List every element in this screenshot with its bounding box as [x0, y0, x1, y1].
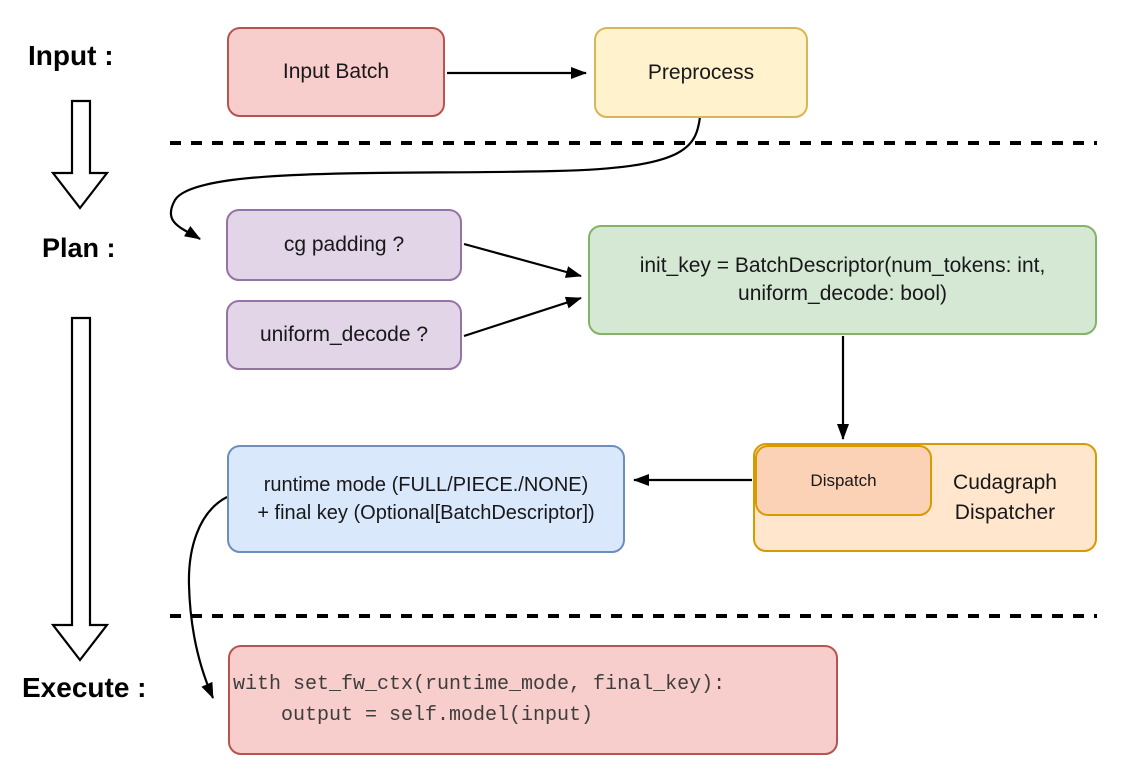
node-init-key: init_key = BatchDescriptor(num_tokens: i…	[588, 225, 1097, 335]
node-runtime-mode-line1: runtime mode (FULL/PIECE./NONE)	[263, 474, 589, 496]
node-uniform-decode: uniform_decode ?	[226, 300, 462, 370]
node-dispatch: Dispatch	[755, 445, 932, 516]
node-runtime-mode: runtime mode (FULL/PIECE./NONE) + final …	[227, 445, 625, 553]
node-cudagraph-dispatcher-line2: Dispatcher	[954, 500, 1056, 524]
node-init-key-line1: init_key = BatchDescriptor(num_tokens: i…	[639, 254, 1046, 277]
edge-uniform-decode-to-init-key	[463, 296, 582, 338]
edge-cg-padding-to-init-key	[463, 242, 582, 278]
node-cudagraph-dispatcher-line1: Cudagraph	[953, 470, 1057, 494]
node-input-batch-label: Input Batch	[282, 60, 390, 83]
stage-label-execute: Execute :	[22, 672, 147, 703]
node-runtime-mode-label: runtime mode (FULL/PIECE./NONE) + final …	[229, 471, 623, 527]
node-input-batch: Input Batch	[227, 27, 445, 117]
node-execute-code: with set_fw_ctx(runtime_mode, final_key)…	[228, 645, 838, 755]
node-cg-padding: cg padding ?	[226, 209, 462, 281]
stage-label-plan: Plan :	[42, 233, 116, 263]
node-runtime-mode-line2: + final key (Optional[BatchDescriptor])	[257, 502, 595, 524]
node-uniform-decode-label: uniform_decode ?	[259, 323, 429, 346]
hollow-arrow-input-to-plan-icon	[50, 99, 110, 210]
stage-label-input: Input :	[28, 40, 114, 71]
node-cudagraph-dispatcher-label: Cudagraph Dispatcher	[920, 468, 1090, 528]
node-dispatch-label: Dispatch	[810, 470, 877, 490]
execute-code-line2: output = self.model(input)	[233, 704, 594, 727]
node-cg-padding-label: cg padding ?	[283, 233, 405, 256]
node-preprocess-label: Preprocess	[647, 60, 755, 84]
node-execute-code-block: with set_fw_ctx(runtime_mode, final_key)…	[233, 669, 725, 731]
node-init-key-label: init_key = BatchDescriptor(num_tokens: i…	[590, 252, 1095, 308]
hollow-arrow-plan-to-execute-icon	[50, 316, 110, 662]
execute-code-line1: with set_fw_ctx(runtime_mode, final_key)…	[233, 673, 726, 696]
node-preprocess: Preprocess	[594, 27, 808, 118]
edge-runtime-mode-to-execute-code	[187, 496, 228, 699]
node-init-key-line2: uniform_decode: bool)	[738, 282, 947, 305]
